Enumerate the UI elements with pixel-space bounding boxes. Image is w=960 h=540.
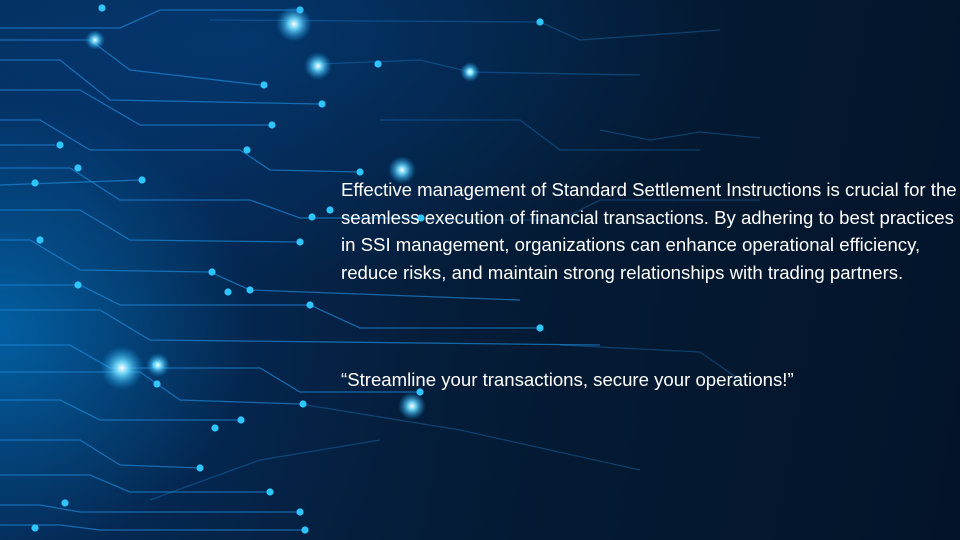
circuit-node <box>326 206 334 214</box>
circuit-glow <box>388 156 416 184</box>
circuit-trace <box>149 439 381 501</box>
circuit-node <box>208 268 216 276</box>
circuit-node <box>196 464 204 472</box>
circuit-trace <box>319 59 641 76</box>
circuit-node <box>301 526 309 534</box>
circuit-trace <box>0 524 305 531</box>
circuit-glow <box>100 346 144 390</box>
circuit-glow <box>398 392 426 420</box>
circuit-glow <box>276 6 312 42</box>
circuit-trace <box>299 403 641 471</box>
circuit-node <box>74 164 82 172</box>
circuit-trace <box>0 399 240 421</box>
circuit-node <box>296 238 304 246</box>
circuit-node <box>211 424 219 432</box>
circuit-node <box>536 18 544 26</box>
circuit-node <box>153 380 161 388</box>
circuit-trace <box>0 167 420 219</box>
slogan-quote: “Streamline your transactions, secure yo… <box>341 369 794 390</box>
circuit-trace <box>0 504 300 513</box>
circuit-glow <box>146 353 170 377</box>
circuit-node <box>36 236 44 244</box>
circuit-node <box>356 168 364 176</box>
circuit-node <box>318 100 326 108</box>
circuit-trace <box>380 119 700 151</box>
circuit-glow <box>304 52 332 80</box>
circuit-node <box>306 301 314 309</box>
circuit-trace <box>0 39 261 86</box>
circuit-node <box>237 416 245 424</box>
circuit-node <box>536 324 544 332</box>
circuit-trace <box>0 439 201 469</box>
circuit-trace <box>0 9 300 29</box>
circuit-node <box>260 81 268 89</box>
circuit-trace <box>0 371 301 405</box>
circuit-node <box>299 400 307 408</box>
circuit-node <box>374 60 382 68</box>
body-text-block: Effective management of Standard Settlem… <box>341 176 960 286</box>
circuit-node <box>31 179 39 187</box>
circuit-node <box>268 121 276 129</box>
circuit-glow <box>460 62 480 82</box>
circuit-trace <box>0 474 270 493</box>
body-paragraph: Effective management of Standard Settlem… <box>341 179 957 283</box>
circuit-trace <box>0 239 521 301</box>
circuit-trace <box>0 284 540 329</box>
circuit-trace <box>0 179 141 186</box>
circuit-node <box>74 281 82 289</box>
circuit-trace <box>0 344 420 393</box>
circuit-node <box>31 524 39 532</box>
circuit-node <box>138 176 146 184</box>
circuit-node <box>56 141 64 149</box>
circuit-trace <box>0 119 361 173</box>
circuit-trace <box>599 129 761 141</box>
circuit-trace <box>430 199 760 221</box>
circuit-trace <box>0 209 301 243</box>
circuit-trace <box>0 309 601 346</box>
circuit-glow <box>85 30 105 50</box>
circuit-node <box>98 4 106 12</box>
circuit-node <box>417 214 425 222</box>
circuit-trace <box>209 19 721 41</box>
circuit-trace <box>0 59 321 105</box>
circuit-node <box>308 213 316 221</box>
circuit-node <box>266 488 274 496</box>
circuit-node <box>296 508 304 516</box>
circuit-node <box>243 146 251 154</box>
circuit-node <box>224 288 232 296</box>
circuit-trace <box>559 344 741 381</box>
circuit-node <box>61 499 69 507</box>
circuit-trace <box>0 89 270 126</box>
circuit-node <box>246 286 254 294</box>
